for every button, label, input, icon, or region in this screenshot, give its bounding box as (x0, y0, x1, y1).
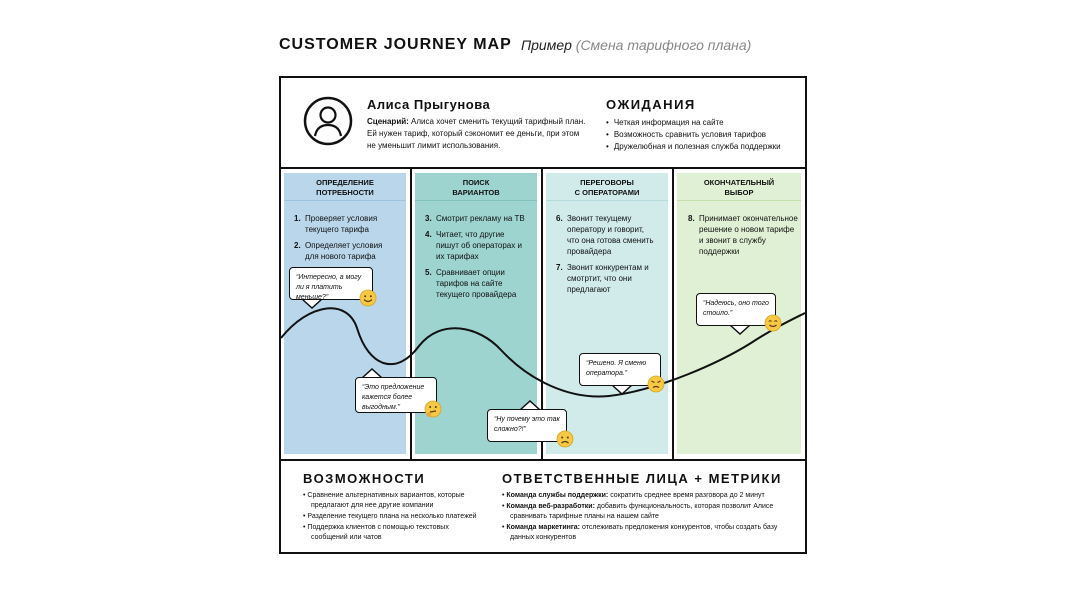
expectation-item: Возможность сравнить условия тарифов (606, 129, 781, 141)
step-number: 2. (294, 241, 301, 250)
bubble-tail (301, 298, 323, 310)
emotion-curve (280, 307, 806, 398)
divider (279, 459, 807, 461)
responsible-item: Команда маркетинга: отслеживать предложе… (502, 523, 792, 543)
persona-name: Алиса Прыгунова (367, 97, 491, 112)
step-number: 8. (688, 214, 695, 223)
opportunities-heading: ВОЗМОЖНОСТИ (303, 471, 426, 486)
step-item: 8. Принимает окончательное решение о ново… (688, 213, 800, 257)
stage-title-1: ОПРЕДЕЛЕНИЕ ПОТРЕБНОСТИ (284, 178, 406, 198)
stage-title-2: ПОИСК ВАРИАНТОВ (415, 178, 537, 198)
responsible-item: Команда службы поддержки: сократить сред… (502, 491, 792, 501)
step-number: 4. (425, 230, 432, 239)
stage-steps-3: 6. Звонит текущему оператору и говорит, ч… (556, 213, 656, 300)
team-metric: отслеживать предложения конкурентов, что… (510, 524, 778, 541)
step-number: 5. (425, 268, 432, 277)
subtitle-prefix: Пример (521, 37, 572, 53)
determined-emoji-icon (647, 375, 665, 393)
stage-title-underline (284, 200, 406, 201)
thought-bubble: “Решено. Я сменю оператора.” (579, 353, 661, 386)
stage-title-3: ПЕРЕГОВОРЫ С ОПЕРАТОРАМИ (546, 178, 668, 198)
team-metric: добавить функциональность, которая позво… (510, 503, 774, 520)
bubble-tail (729, 324, 751, 336)
page-subtitle: Пример (Смена тарифного плана) (521, 37, 751, 53)
smile-emoji-icon (359, 289, 377, 307)
divider (279, 167, 807, 169)
stage-title-4: ОКОНЧАТЕЛЬНЫЙ ВЫБОР (677, 178, 801, 198)
stage-steps-2: 3. Смотрит рекламу на ТВ 4. Читает, что др… (425, 213, 527, 305)
step-item: 7. Звонит конкурентам и смотртит, что они… (556, 262, 656, 295)
team-name: Команда службы поддержки: (506, 492, 609, 499)
opportunity-item: Сравнение альтернативных вариантов, кото… (303, 491, 483, 511)
stage-title-line: С ОПЕРАТОРАМИ (574, 188, 640, 197)
step-text: Звонит конкурентам и смотртит, что они п… (567, 263, 649, 294)
expectations-heading: ОЖИДАНИЯ (606, 97, 696, 112)
stage-title-line: ПЕРЕГОВОРЫ (580, 178, 634, 187)
divider (672, 168, 674, 460)
bubble-tail (519, 399, 541, 411)
step-text: Определяет условия для нового тарифа (305, 241, 383, 261)
relieved-emoji-icon (764, 314, 782, 332)
journey-map-frame (279, 76, 807, 554)
stage-column-3 (546, 173, 668, 454)
stage-steps-1: 1. Проверяет условия текущего тарифа 2. Оп… (294, 213, 394, 267)
step-item: 4. Читает, что другие пишут об операторах… (425, 229, 527, 262)
expectations-list: Четкая информация на сайте Возможность с… (606, 117, 781, 153)
team-name: Команда маркетинга: (506, 524, 581, 531)
step-item: 3. Смотрит рекламу на ТВ (425, 213, 527, 224)
step-text: Читает, что другие пишут об операторах и… (436, 230, 522, 261)
scenario-text: Алиса хочет сменить текущий тарифный пла… (367, 117, 586, 150)
step-item: 1. Проверяет условия текущего тарифа (294, 213, 394, 235)
step-number: 6. (556, 214, 563, 223)
stage-title-line: ПОИСК (462, 178, 490, 187)
expectation-item: Четкая информация на сайте (606, 117, 781, 129)
team-metric: сократить среднее время разговора до 2 м… (610, 492, 765, 499)
thought-bubble: “Это предложение кажется более выгодным.… (355, 377, 437, 413)
step-number: 7. (556, 263, 563, 272)
stage-title-line: ПОТРЕБНОСТИ (316, 188, 374, 197)
step-number: 1. (294, 214, 301, 223)
bubble-tail (361, 367, 383, 379)
step-text: Принимает окончательное решение о новом … (699, 214, 798, 256)
subtitle-paren: (Смена тарифного плана) (575, 37, 752, 53)
stage-title-underline (677, 200, 801, 201)
persona-scenario: Сценарий: Алиса хочет сменить текущий та… (367, 116, 589, 152)
stage-title-underline (415, 200, 537, 201)
step-text: Проверяет условия текущего тарифа (305, 214, 378, 234)
bubble-tail (611, 384, 633, 396)
divider (541, 168, 543, 460)
thought-bubble: “Надеюсь, оно того стоило.” (696, 293, 776, 326)
responsible-item: Команда веб-разработки: добавить функцио… (502, 502, 792, 522)
opportunity-item: Поддержка клиентов с помощью текстовых с… (303, 523, 483, 543)
stage-title-line: ВАРИАНТОВ (452, 188, 500, 197)
responsible-heading: ОТВЕТСТВЕННЫЕ ЛИЦА + МЕТРИКИ (502, 471, 782, 486)
avatar-icon (303, 96, 353, 146)
step-text: Звонит текущему оператору и говорит, что… (567, 214, 654, 256)
thought-bubble: “Ну почему это так сложно?!” (487, 409, 567, 442)
expectation-item: Дружелюбная и полезная служба поддержки (606, 141, 781, 153)
responsible-list: Команда службы поддержки: сократить сред… (502, 491, 792, 544)
step-text: Сравнивает опции тарифов на сайте текуще… (436, 268, 517, 299)
stage-steps-4: 8. Принимает окончательное решение о ново… (688, 213, 800, 262)
step-item: 5. Сравнивает опции тарифов на сайте теку… (425, 267, 527, 300)
scenario-label: Сценарий: (367, 117, 409, 126)
step-item: 2. Определяет условия для нового тарифа (294, 240, 394, 262)
divider (410, 168, 412, 460)
opportunities-list: Сравнение альтернативных вариантов, кото… (303, 491, 483, 544)
stage-title-line: ОПРЕДЕЛЕНИЕ (316, 178, 374, 187)
thought-bubble: “Интересно, а могу ли я платить меньше?” (289, 267, 373, 301)
team-name: Команда веб-разработки: (506, 503, 595, 510)
stage-title-underline (546, 200, 668, 201)
opportunity-item: Разделение текущего плана на несколько п… (303, 512, 483, 522)
step-number: 3. (425, 214, 432, 223)
page-title: CUSTOMER JOURNEY MAP (279, 36, 512, 53)
step-text: Смотрит рекламу на ТВ (436, 214, 525, 223)
thinking-emoji-icon (424, 400, 442, 418)
step-item: 6. Звонит текущему оператору и говорит, ч… (556, 213, 656, 257)
stage-title-line: ОКОНЧАТЕЛЬНЫЙ (703, 178, 775, 187)
sad-emoji-icon (556, 430, 574, 448)
stage-title-line: ВЫБОР (724, 188, 754, 197)
